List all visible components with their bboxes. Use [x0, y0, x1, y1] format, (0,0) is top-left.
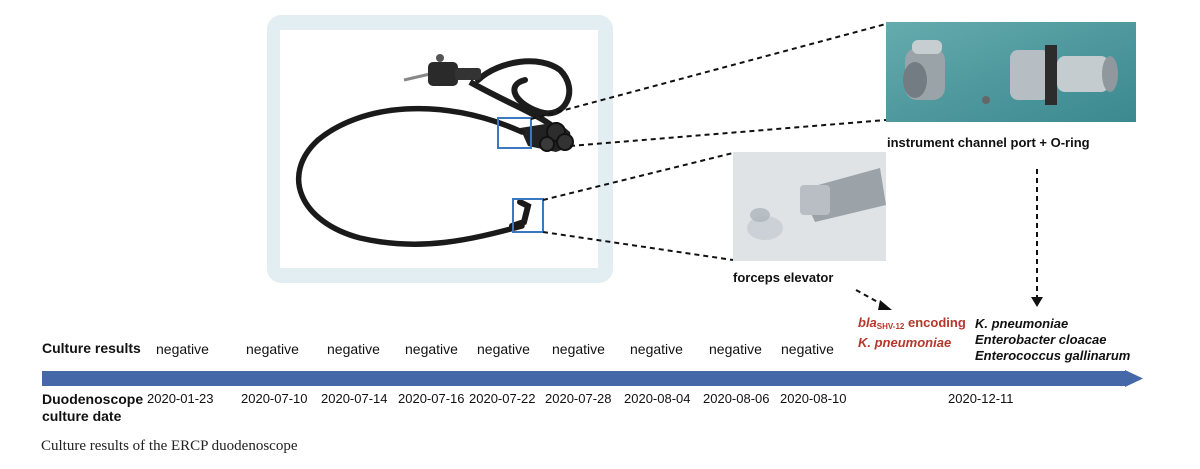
culture-result: negative [405, 341, 458, 357]
channel-highlight-box [497, 117, 532, 149]
culture-result: negative [246, 341, 299, 357]
culture-date: 2020-08-04 [624, 391, 691, 406]
culture-results-heading: Culture results [42, 340, 141, 356]
duodenoscope-illustration [296, 54, 574, 247]
culture-result: negative [630, 341, 683, 357]
channel-photo-label: instrument channel port + O-ring [887, 135, 1090, 150]
culture-result: negative [709, 341, 762, 357]
culture-date-heading: Duodenoscope culture date [42, 391, 143, 425]
forceps-highlight-box [512, 198, 544, 233]
culture-date: 2020-07-16 [398, 391, 465, 406]
culture-result: negative [781, 341, 834, 357]
culture-date: 2020-07-28 [545, 391, 612, 406]
culture-result: negative [552, 341, 605, 357]
channel-organism: K. pneumoniae [975, 316, 1069, 331]
figure-caption: Culture results of the ERCP duodenoscope [41, 438, 298, 454]
culture-date: 2020-07-14 [321, 391, 388, 406]
culture-date: 2020-01-23 [147, 391, 214, 406]
forceps-result-arrowhead [878, 300, 892, 310]
channel-organism: Enterobacter cloacae [975, 332, 1107, 347]
forceps-positive-result: blaSHV-12 encoding K. pneumoniae [858, 315, 966, 351]
culture-result: negative [477, 341, 530, 357]
gene-subscript: SHV-12 [876, 322, 905, 331]
culture-date-heading-line1: Duodenoscope [42, 391, 144, 407]
instrument-channel-photo [886, 22, 1136, 122]
culture-date: 2020-07-10 [241, 391, 308, 406]
culture-result: negative [327, 341, 380, 357]
culture-date-heading-line2: culture date [42, 408, 122, 424]
culture-date: 2020-08-10 [780, 391, 847, 406]
forceps-organism: K. pneumoniae [858, 335, 952, 350]
timeline-arrow [42, 370, 1143, 387]
forceps-photo-label: forceps elevator [733, 270, 834, 285]
culture-date: 2020-07-22 [469, 391, 536, 406]
channel-positive-result: K. pneumoniae Enterobacter cloacae Enter… [975, 316, 1130, 364]
gene-suffix: encoding [904, 315, 966, 330]
positive-culture-date: 2020-12-11 [948, 391, 1014, 406]
channel-result-arrowhead [1031, 297, 1043, 307]
culture-date: 2020-08-06 [703, 391, 770, 406]
culture-result: negative [156, 341, 209, 357]
gene-prefix: bla [858, 315, 877, 330]
channel-organism: Enterococcus gallinarum [975, 348, 1131, 363]
forceps-elevator-photo [733, 152, 886, 261]
